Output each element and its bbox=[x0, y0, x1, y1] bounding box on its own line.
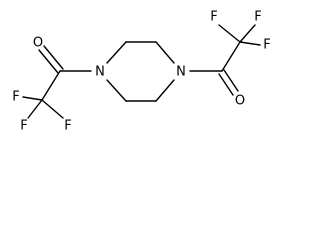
atom-f-left-3: F bbox=[64, 119, 71, 134]
bond-c-cf3-right bbox=[221, 41, 241, 72]
bond-c-o-left-a bbox=[38, 49, 59, 74]
atom-o-left: O bbox=[33, 36, 43, 51]
bond-ring-1 bbox=[106, 41, 127, 64]
molecule-diagram: O F F F N N O F F F bbox=[12, 10, 270, 134]
bond-cf-left-3 bbox=[41, 99, 64, 119]
bond-c-o-right-b bbox=[223, 69, 239, 92]
bond-cf-right-2 bbox=[239, 24, 256, 43]
atom-labels: O F F F N N O F F F bbox=[12, 10, 270, 134]
bond-cf-right-1 bbox=[218, 24, 241, 43]
atom-o-right: O bbox=[235, 94, 245, 109]
atom-f-right-1: F bbox=[210, 10, 217, 25]
bond-ring-4 bbox=[155, 79, 175, 102]
atom-n-left: N bbox=[95, 65, 105, 80]
bond-cf-left-1 bbox=[22, 96, 43, 101]
bond-c-o-right-a bbox=[218, 73, 234, 96]
bonds bbox=[22, 24, 261, 119]
bond-c-o-left-b bbox=[43, 45, 64, 70]
bond-ring-6 bbox=[106, 79, 127, 102]
bond-cf-left-2 bbox=[27, 99, 43, 119]
atom-f-left-1: F bbox=[12, 90, 19, 105]
atom-f-right-3: F bbox=[263, 38, 270, 53]
atom-f-left-2: F bbox=[20, 119, 27, 134]
atom-n-right: N bbox=[176, 65, 186, 80]
bond-c-cf3-left bbox=[41, 70, 61, 101]
atom-f-right-2: F bbox=[254, 10, 261, 25]
structure-canvas: O F F F N N O F F F bbox=[12, 10, 270, 134]
bond-cf-right-3 bbox=[239, 41, 261, 46]
bond-ring-3 bbox=[155, 41, 175, 64]
